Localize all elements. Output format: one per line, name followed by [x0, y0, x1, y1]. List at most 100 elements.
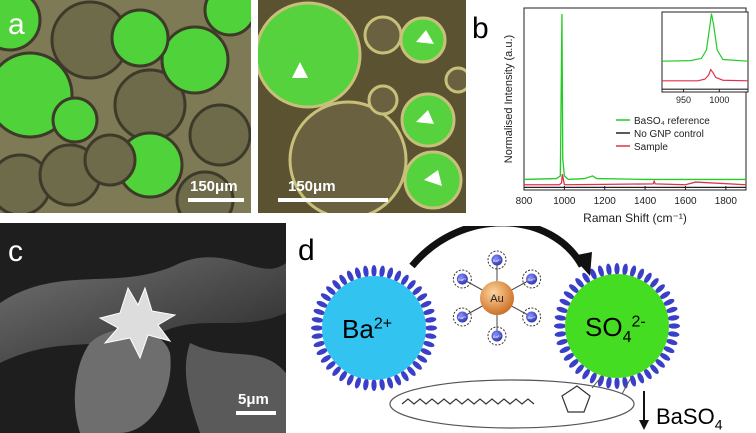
lipid-structure-inset [389, 379, 635, 429]
gold-core-label: Au [490, 293, 503, 305]
crown-ether-ring [452, 307, 472, 327]
surfactant-molecule [659, 291, 671, 300]
panel-c-label: c [8, 235, 23, 268]
surfactant-molecule [406, 280, 416, 290]
surfactant-molecule [554, 315, 567, 321]
x-tick-label: 1000 [553, 196, 576, 207]
surfactant-molecule [643, 272, 652, 284]
arrowhead-marker [292, 62, 308, 78]
x-tick-label: 1200 [594, 196, 617, 207]
surfactant-molecule [311, 317, 324, 323]
panel-c-sem: c 5μm [0, 223, 286, 433]
surfactant-molecule [575, 278, 585, 288]
callout-line [591, 375, 603, 389]
surfactant-molecule [582, 368, 591, 380]
barium-ion-label: Ba²⁺ [527, 277, 535, 282]
right-droplet-subscript: 4 [622, 329, 632, 347]
surfactant-molecule [569, 284, 579, 294]
surfactant-molecule [332, 366, 342, 376]
panel-a-scale-left-text: 150μm [190, 178, 238, 195]
product-formula: BaSO [656, 404, 715, 429]
barium-ion-label: Ba²⁺ [527, 315, 535, 320]
fatty-chain [401, 398, 535, 405]
series-line [524, 174, 747, 186]
panel-b-label: b [472, 12, 489, 45]
surfactant-molecule [655, 284, 665, 294]
surfactant-molecule [589, 268, 597, 280]
surfactant-molecule [371, 265, 377, 277]
surfactant-molecule [379, 378, 385, 391]
arrowhead-marker [424, 170, 442, 186]
surfactant-molecule [614, 263, 620, 275]
barium-ion [456, 311, 468, 323]
gold-core [480, 281, 514, 315]
barium-ion [526, 273, 538, 285]
surfactant-molecule [589, 372, 597, 384]
surfactant-molecule [339, 274, 348, 286]
legend-entry: BaSO₄ reference [634, 116, 710, 127]
surfactant-molecule [655, 358, 665, 368]
crown-ether-ring [487, 326, 507, 346]
surfactant-molecule [424, 317, 437, 323]
surfactant-molecule [354, 267, 361, 280]
surfactant-molecule [649, 278, 659, 288]
x-tick-label: 1400 [634, 196, 657, 207]
left-droplet-ion: Ba [342, 314, 374, 344]
transfer-arrow [409, 226, 586, 269]
crown-ether-ring [522, 307, 542, 327]
surfactant-molecule [614, 377, 620, 389]
surfactant-molecule [387, 376, 394, 389]
surfactant-molecule [422, 341, 435, 348]
arrowhead-marker [416, 30, 434, 44]
series-line [523, 13, 746, 181]
surfactant-molecule [554, 331, 567, 337]
surfactant-molecule [667, 331, 680, 337]
legend-entry: Sample [634, 142, 668, 153]
surfactant-molecule [563, 352, 575, 361]
surfactant-molecule [556, 339, 569, 346]
right-droplet-charge: 2- [631, 313, 646, 331]
panel-d-label: d [298, 234, 315, 267]
surfactant-molecule [622, 263, 628, 276]
inset-series-line [662, 68, 749, 82]
inset-series-line [661, 13, 749, 62]
surfactant-molecule [311, 333, 324, 339]
surfactant-molecule [400, 370, 409, 382]
surfactant-molecule [665, 339, 678, 346]
crown-ether-ring [522, 269, 542, 289]
surfactant-molecule [406, 366, 416, 376]
surfactant-molecule [420, 348, 432, 356]
surfactant-molecule [659, 352, 671, 361]
surfactant-molecule [425, 325, 437, 331]
surfactant-molecule [420, 300, 432, 308]
surfactant-molecule [363, 265, 369, 278]
surfactant-molecule [416, 354, 428, 363]
legend-entry: No GNP control [634, 129, 704, 140]
surfactant-molecule [663, 298, 675, 306]
surfactant-molecule [597, 265, 604, 278]
surfactant-molecule [320, 293, 332, 302]
barium-ion [526, 311, 538, 323]
surfactant-molecule [316, 348, 328, 356]
surfactant-molecule [668, 323, 680, 329]
surfactant-molecule [575, 364, 585, 374]
crown-ether-ring [487, 250, 507, 270]
inset-x-tick-label: 950 [676, 95, 691, 105]
surfactant-molecule [346, 270, 354, 282]
surfactant-molecule [416, 293, 428, 302]
surfactant-molecule [320, 354, 332, 363]
panel-a-label: a [8, 8, 25, 41]
right-droplet [565, 274, 669, 378]
x-axis-label: Raman Shift (cm⁻¹) [583, 211, 687, 225]
surfactant-molecule [563, 291, 575, 300]
plot-frame [523, 7, 747, 191]
barium-ion [491, 254, 503, 266]
surfactant-molecule [422, 308, 435, 315]
surfactant-molecule [630, 265, 637, 278]
surfactant-molecule [379, 265, 385, 278]
sugar-ring [561, 385, 591, 413]
surfactant-molecule [424, 333, 437, 339]
right-droplet-label: SO42- [585, 312, 646, 347]
surfactant-molecule [637, 372, 645, 384]
panel-a-scale-left-bar [188, 198, 244, 202]
